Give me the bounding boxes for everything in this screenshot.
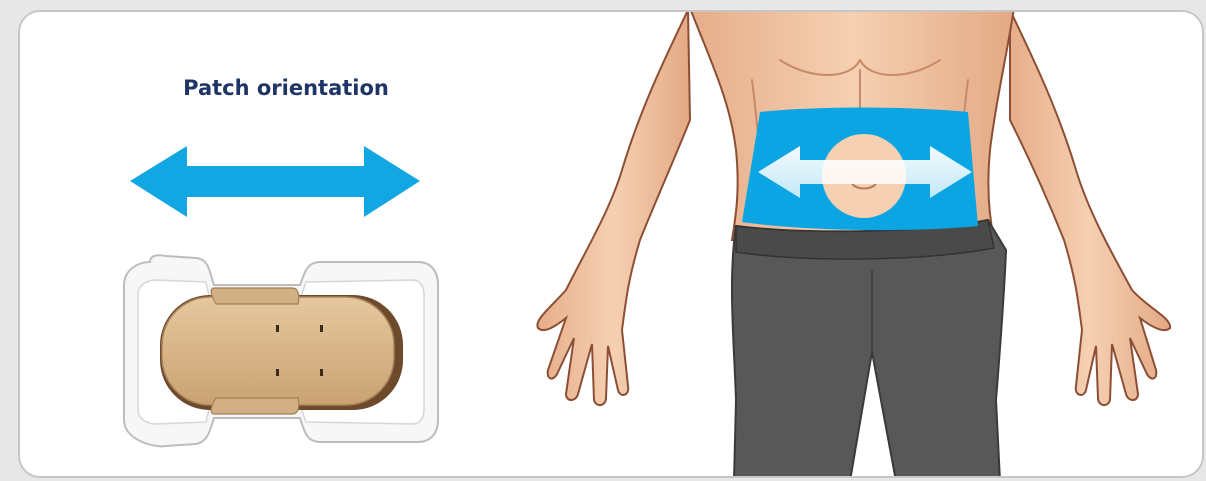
double-headed-arrow-icon: [130, 146, 420, 217]
torso-illustration: [537, 8, 1170, 481]
wearable-patch-icon: [124, 255, 438, 446]
